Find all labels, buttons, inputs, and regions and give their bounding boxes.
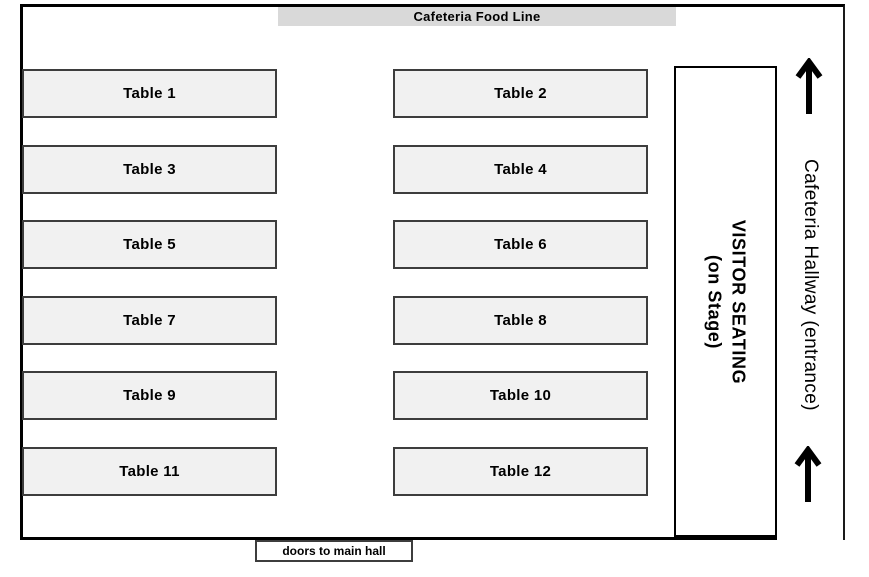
stage-label-line2: (on Stage) (703, 254, 724, 349)
bottom-wall (20, 537, 777, 540)
table-box-12: Table 12 (393, 447, 648, 496)
cafeteria-food-line-bar: Cafeteria Food Line (278, 7, 676, 26)
table-box-6: Table 6 (393, 220, 648, 269)
table-box-4: Table 4 (393, 145, 648, 194)
hallway-label: Cafeteria Hallway (entrance) (800, 159, 821, 411)
table-box-8: Table 8 (393, 296, 648, 345)
table-box-1: Table 1 (22, 69, 277, 118)
table-box-11: Table 11 (22, 447, 277, 496)
table-box-5: Table 5 (22, 220, 277, 269)
visitor-seating-stage: VISITOR SEATING (on Stage) (674, 66, 777, 537)
table-box-9: Table 9 (22, 371, 277, 420)
up-arrow-icon (794, 446, 822, 502)
doors-to-main-hall-label: doors to main hall (255, 540, 413, 562)
table-box-3: Table 3 (22, 145, 277, 194)
table-box-10: Table 10 (393, 371, 648, 420)
table-box-2: Table 2 (393, 69, 648, 118)
stage-label: VISITOR SEATING (on Stage) (701, 72, 750, 532)
up-arrow-icon (795, 58, 823, 114)
table-box-7: Table 7 (22, 296, 277, 345)
cafeteria-room-outline (20, 4, 845, 540)
stage-label-line1: VISITOR SEATING (727, 219, 748, 384)
